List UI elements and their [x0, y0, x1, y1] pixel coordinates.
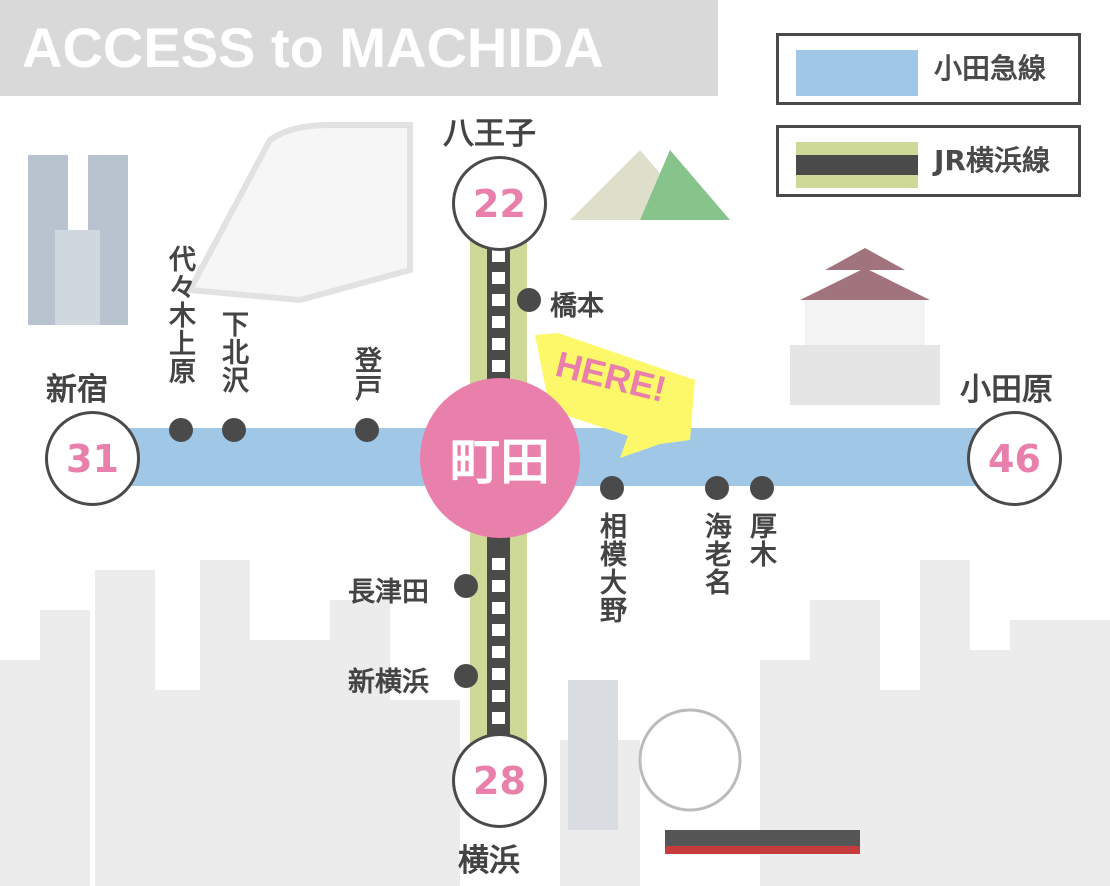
skyscraper-illustration — [28, 155, 128, 325]
track-tie — [492, 294, 505, 306]
station-dot-ebina — [705, 476, 729, 500]
track-tie — [492, 624, 505, 636]
station-shin-yokohama: 新横浜 — [348, 667, 429, 698]
station-nagatsuta: 長津田 — [348, 577, 429, 608]
station-dot-hashimoto — [517, 288, 541, 312]
page-title: ACCESS to MACHIDA — [0, 0, 718, 96]
track-tie — [492, 712, 505, 724]
track-tie — [492, 668, 505, 680]
station-sagami-ono: 相模大野 — [595, 512, 626, 624]
station-dot-noborito — [355, 418, 379, 442]
track-tie — [492, 272, 505, 284]
station-ebina: 海老名 — [700, 512, 731, 596]
track-tie — [492, 360, 505, 372]
legend-label: 小田急線 — [934, 52, 1047, 85]
train-illustration — [185, 122, 413, 304]
track-tie — [492, 646, 505, 658]
terminal-odawara-minutes: 46 — [967, 411, 1062, 506]
track-tie — [492, 558, 505, 570]
yokohama-illustration — [568, 680, 860, 854]
jr-swatch — [796, 142, 918, 188]
station-dot-sagami-ono — [600, 476, 624, 500]
station-dot-shin-yokohama — [454, 664, 478, 688]
track-tie — [492, 690, 505, 702]
station-yoyogi-uehara: 代々木上原 — [164, 245, 195, 385]
station-hashimoto: 橋本 — [550, 291, 604, 322]
odakyu-swatch — [796, 50, 918, 96]
station-dot-nagatsuta — [454, 574, 478, 598]
track-tie — [492, 316, 505, 328]
castle-illustration — [790, 248, 940, 405]
terminal-shinjuku-minutes: 31 — [45, 411, 140, 506]
machida-station: 町田 — [420, 378, 580, 538]
station-atsugi: 厚木 — [745, 512, 776, 568]
terminal-yokohama-minutes: 28 — [452, 733, 547, 828]
legend-label: JR横浜線 — [934, 144, 1050, 177]
terminal-hachioji-name: 八王子 — [443, 116, 536, 152]
track-tie — [492, 338, 505, 350]
track-tie — [492, 602, 505, 614]
track-tie — [492, 580, 505, 592]
station-dot-shimokitazawa — [222, 418, 246, 442]
here-callout — [535, 333, 695, 458]
track-tie — [492, 250, 505, 262]
mountain-illustration — [570, 150, 730, 220]
station-noborito: 登戸 — [350, 346, 381, 402]
terminal-shinjuku-name: 新宿 — [46, 372, 108, 408]
station-dots — [169, 288, 774, 688]
station-shimokitazawa: 下北沢 — [217, 310, 248, 394]
terminal-yokohama-name: 横浜 — [458, 843, 520, 879]
station-dot-atsugi — [750, 476, 774, 500]
terminal-odawara-name: 小田原 — [960, 372, 1053, 408]
station-dot-yoyogi-uehara — [169, 418, 193, 442]
legend-odakyu: 小田急線 — [776, 33, 1081, 105]
city-skyline — [0, 560, 1110, 886]
terminal-hachioji-minutes: 22 — [452, 156, 547, 251]
legend-jr: JR横浜線 — [776, 125, 1081, 197]
